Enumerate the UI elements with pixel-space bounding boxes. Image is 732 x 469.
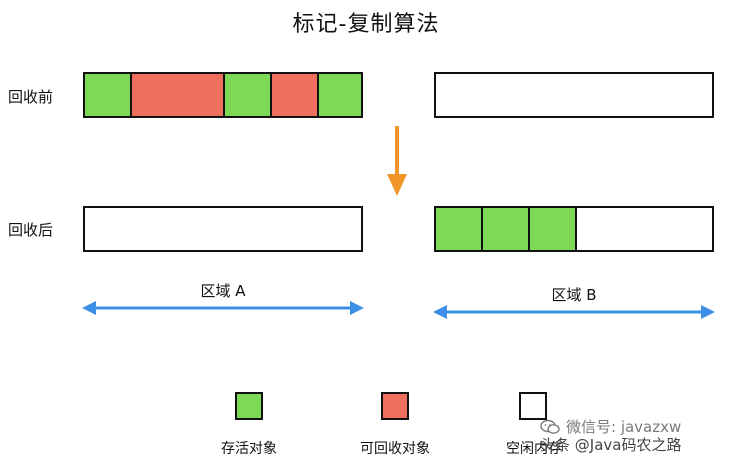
cell-free-memory [577, 208, 712, 250]
cell-live-object [319, 74, 361, 116]
legend-dead-swatch [381, 392, 409, 420]
legend-live-swatch [235, 392, 263, 420]
region-b-double-arrow-icon [433, 305, 715, 319]
diagram-title: 标记-复制算法 [292, 12, 440, 37]
watermark-wechat-line: 微信号: javazxw [540, 418, 681, 436]
watermark-source-text: 头条 @Java码农之路 [540, 436, 682, 454]
watermark-wechat-text: 微信号: javazxw [566, 418, 682, 436]
cell-dead-object [272, 74, 319, 116]
watermark: 微信号: javazxw 头条 @Java码农之路 [540, 418, 681, 454]
region-b-label: 区域 B [551, 286, 597, 304]
watermark-source-line: 头条 @Java码农之路 [540, 436, 681, 454]
cell-live-object [85, 74, 132, 116]
cell-live-object [225, 74, 272, 116]
wechat-logo-icon [540, 419, 560, 434]
row-label-after: 回收后 [8, 221, 54, 239]
bar-region-b-after [434, 206, 714, 252]
cell-dead-object [132, 74, 225, 116]
bar-region-a-after [83, 206, 363, 252]
legend-dead-label: 可回收对象 [360, 441, 430, 457]
region-a-label: 区域 A [200, 282, 246, 300]
down-arrow-icon [387, 126, 407, 196]
cell-live-object [530, 208, 577, 250]
cell-live-object [483, 208, 530, 250]
legend-free-swatch [519, 392, 547, 420]
bar-region-b-before [434, 72, 714, 118]
legend-live-label: 存活对象 [221, 441, 277, 457]
cell-live-object [436, 208, 483, 250]
row-label-before: 回收前 [8, 88, 54, 106]
region-a-double-arrow-icon [82, 301, 364, 315]
legend-free-label: 空闲内存 [506, 441, 562, 457]
bar-region-a-before [83, 72, 363, 118]
